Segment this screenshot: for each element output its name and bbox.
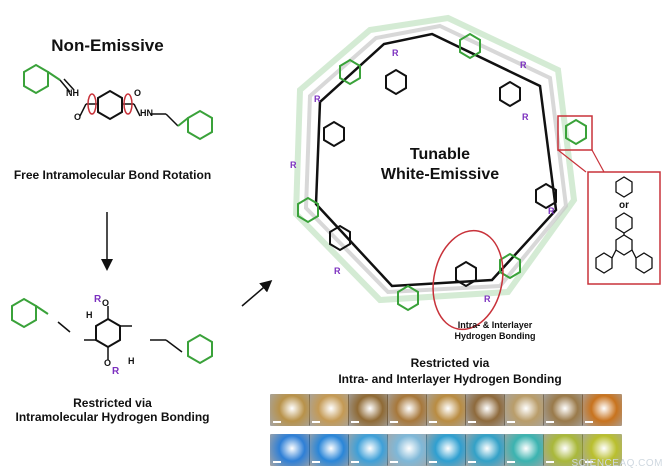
scale-bar [351,421,359,423]
atom-label-h-2: H [128,356,135,366]
right-phenyl-ring [187,109,213,141]
atom-label-o-3: O [102,298,110,308]
atom-label-o-4: O [104,358,112,368]
scale-bar [468,421,476,423]
framework-title-line1: Tunable [409,146,471,163]
free-rotation-caption: Free Intramolecular Bond Rotation [13,168,212,182]
right-phenyl-ring-2 [187,333,213,365]
left-phenyl-ring [23,63,49,95]
bottom-caption-line2: Intra- and Interlayer Hydrogen Bonding [338,372,562,386]
restricted-caption-line2: Intramolecular Hydrogen Bonding [15,410,210,424]
hydrogen-bonding-highlight [432,229,504,331]
triphenylbenzene-option [595,212,653,274]
scale-bar [429,461,437,463]
bright-field-photo-5 [426,394,466,426]
scale-bar [585,421,593,423]
restricted-caption-line1: Restricted via [73,396,152,410]
fluorescence-photo-9 [582,434,622,466]
scale-bar [273,461,281,463]
atom-label-h-1: H [86,310,93,320]
left-phenyl-ring-2 [11,297,37,329]
scale-bar [468,461,476,463]
node-ring-bottom [397,284,419,312]
restricted-molecule [11,297,213,365]
fluorescence-photo-7 [504,434,544,466]
atom-label-r-1: R [94,294,102,305]
node-options-inset [587,171,661,285]
bright-field-photo-2 [309,394,349,426]
scale-bar [507,461,515,463]
svg-text:R: R [522,112,529,122]
svg-text:R: R [520,60,527,70]
bright-field-photo-3 [348,394,388,426]
node-ring-upper-left [339,58,361,86]
node-ring-right [565,118,587,146]
scale-bar [546,421,554,423]
svg-text:R: R [548,206,555,216]
scale-bar [351,461,359,463]
central-benzene-ring-2 [95,317,121,349]
bright-field-photo-4 [387,394,427,426]
bottom-caption-line1: Restricted via [410,356,490,370]
scale-bar [390,461,398,463]
svg-text:R: R [334,266,341,276]
scale-bar [585,461,593,463]
scale-bar [312,461,320,463]
central-benzene-ring [97,89,123,121]
svg-text:R: R [314,94,321,104]
atom-label-o-1: O [74,112,82,122]
scale-bar [273,421,281,423]
bright-field-photo-1 [270,394,310,426]
bright-field-photo-9 [582,394,622,426]
rotation-marker-right [123,93,133,115]
fluorescence-photo-8 [543,434,583,466]
node-ring-top [459,32,481,60]
bright-field-photo-6 [465,394,505,426]
atom-label-hn: HN [140,108,153,118]
node-ring-left [297,196,319,224]
atom-label-r-2: R [112,366,120,377]
non-emissive-molecule [23,63,213,141]
non-emissive-title: Non-Emissive [51,36,164,55]
atom-label-nh: NH [66,88,79,98]
bright-field-photo-7 [504,394,544,426]
scale-bar [429,421,437,423]
bright-field-photo-row [270,394,622,426]
atom-label-o-2: O [134,88,142,98]
node-highlight-square [557,115,593,151]
svg-text:R: R [392,48,399,58]
bright-field-photo-8 [543,394,583,426]
bonding-label-line2: Hydrogen Bonding [454,331,536,341]
fluorescence-photo-5 [426,434,466,466]
bonding-label-line1: Intra- & Interlayer [457,320,533,330]
fluorescence-photo-4 [387,434,427,466]
svg-text:R: R [484,294,491,304]
fluorescence-photo-row [270,434,622,466]
fluorescence-photo-6 [465,434,505,466]
inset-or-label: or [619,200,629,211]
benzene-option [615,176,633,198]
scale-bar [390,421,398,423]
fluorescence-photo-2 [309,434,349,466]
rotation-marker-left [87,93,97,115]
framework-title-line2: White-Emissive [380,166,500,183]
watermark-text: SCIENCEAQ.COM [571,458,663,469]
diagonal-arrow [241,280,273,307]
highlighted-linker-ring [455,260,477,288]
svg-text:R: R [290,160,297,170]
scale-bar [546,461,554,463]
fluorescence-photo-1 [270,434,310,466]
cof-framework: R R R R R R R R [290,14,605,331]
scale-bar [312,421,320,423]
fluorescence-photo-3 [348,434,388,466]
scale-bar [507,421,515,423]
node-ring-lower-right [499,252,521,280]
